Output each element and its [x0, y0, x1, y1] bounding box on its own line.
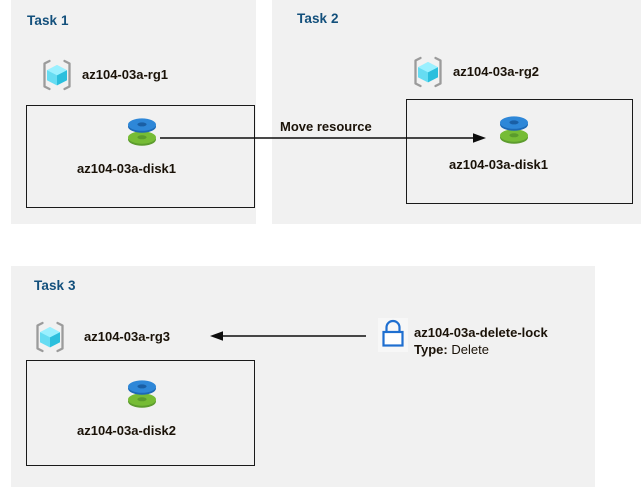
resource-group-label: az104-03a-rg2 [453, 64, 539, 79]
resource-group-label: az104-03a-rg3 [84, 329, 170, 344]
disk-label: az104-03a-disk1 [449, 157, 549, 172]
task-3-resource-box [26, 360, 255, 466]
task-2-resource-box [406, 99, 633, 204]
disk-label: az104-03a-disk2 [77, 423, 177, 438]
task-1-resource-box [26, 105, 255, 208]
arrow-left-icon [208, 326, 378, 348]
move-resource-label: Move resource [280, 119, 372, 134]
task-1-title: Task 1 [27, 13, 69, 28]
managed-disk-icon [121, 112, 163, 154]
managed-disk-icon [493, 110, 535, 152]
disk-label: az104-03a-disk1 [77, 161, 177, 176]
task-3-title: Task 3 [34, 278, 76, 293]
resource-group-cube-icon [33, 320, 67, 354]
resource-group-label: az104-03a-rg1 [82, 67, 168, 82]
task-2-title: Task 2 [297, 11, 339, 26]
padlock-icon [378, 318, 408, 352]
lock-type-row: Type: Delete [414, 342, 489, 357]
lock-type-key: Type: [414, 342, 448, 357]
task-1-panel [11, 0, 256, 224]
resource-group-cube-icon [411, 55, 445, 89]
arrow-right-icon [160, 126, 490, 152]
lock-type-value: Delete [451, 342, 489, 357]
lock-name-label: az104-03a-delete-lock [414, 325, 548, 340]
task-2-panel [272, 0, 641, 224]
task-3-panel [11, 266, 595, 487]
resource-group-cube-icon [40, 58, 74, 92]
managed-disk-icon [121, 374, 163, 416]
